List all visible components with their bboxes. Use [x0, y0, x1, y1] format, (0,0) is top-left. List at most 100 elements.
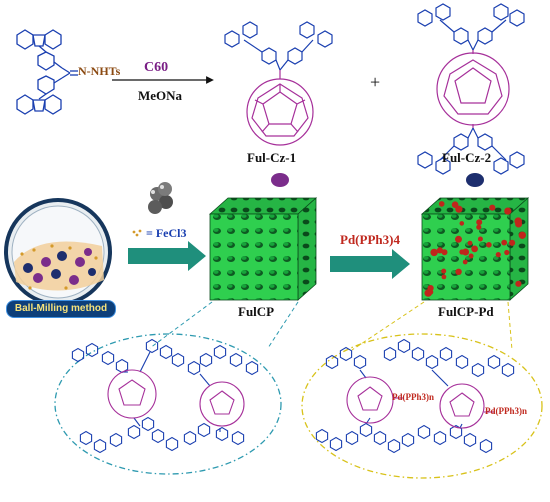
fecl3-legend: = FeCl3 [146, 226, 187, 241]
ring [417, 424, 431, 440]
ring [145, 338, 159, 354]
pd-particle [495, 252, 501, 258]
fulcp-pd-zoom-circle [301, 333, 543, 479]
pd-particle [451, 201, 459, 208]
leader-line-right-a [351, 301, 425, 351]
step2-reagent-label: Pd(PPh3)4 [340, 232, 400, 247]
pd-particle [489, 204, 496, 211]
ring [325, 354, 339, 370]
ball-milling-badge: Ball-Milling method [6, 300, 116, 318]
ring [501, 362, 515, 378]
ring [315, 428, 329, 444]
process-arrow-1 [128, 241, 206, 271]
milling-balls-icon [148, 182, 173, 214]
pd-particle [515, 280, 522, 287]
bond [359, 369, 367, 379]
bond [199, 373, 211, 387]
ring [463, 432, 477, 448]
ring [455, 354, 469, 370]
ring [359, 422, 373, 438]
pd-particle [462, 259, 468, 265]
ring [339, 346, 353, 362]
ring [127, 424, 141, 440]
ring [479, 438, 493, 454]
pd-particle [518, 231, 526, 239]
fulcp-zoom-circle [54, 333, 282, 475]
leader-line-right-b [507, 301, 513, 351]
ring [151, 428, 165, 444]
ring [187, 360, 201, 376]
pd-tag-2: Pd(PPh3)n [485, 406, 528, 416]
ring [199, 352, 213, 368]
process-arrow-2 [330, 249, 410, 279]
ring [197, 422, 211, 438]
ring [471, 362, 485, 378]
ring [141, 416, 155, 432]
pd-particle [486, 242, 492, 248]
pd-particle [468, 253, 474, 259]
fecl3-legend-text: = FeCl3 [146, 226, 187, 240]
pd-particle [501, 239, 508, 246]
pd-particle [441, 274, 447, 280]
step1-condition-label: MeONa [138, 88, 183, 103]
ring [165, 436, 179, 452]
bond [459, 423, 463, 429]
ring [213, 344, 227, 360]
pd-particle [441, 249, 448, 256]
framework-2-label: FulCP-Pd [438, 304, 494, 319]
ring [387, 438, 401, 454]
ring [109, 432, 123, 448]
bond [133, 417, 141, 427]
product-2-label: Ful-Cz-2 [442, 150, 492, 165]
ful-cz-1-structure [224, 21, 333, 146]
ring [433, 430, 447, 446]
pd-particle [471, 245, 478, 253]
ful-cz-2-dot [466, 173, 484, 187]
reagent-label: N-NHTs [78, 64, 121, 78]
pd-particle [462, 248, 470, 256]
reagent-structure [16, 29, 78, 115]
product-1-label: Ful-Cz-1 [247, 150, 297, 165]
leader-line-left-a [149, 301, 213, 349]
pd-particle [459, 249, 465, 255]
ring [171, 352, 185, 368]
bond [139, 351, 151, 373]
ring [229, 352, 243, 368]
pd-particle [476, 219, 483, 226]
ring [373, 430, 387, 446]
pd-particle [508, 239, 516, 246]
pd-particle [436, 247, 443, 254]
ring [71, 347, 85, 363]
pd-particle [455, 235, 462, 243]
pd-particle [515, 220, 523, 228]
ring [353, 354, 367, 370]
ring [401, 432, 415, 448]
pd-particle [467, 240, 473, 246]
ball-mill-jar [4, 198, 112, 306]
pd-particle [455, 268, 462, 275]
pd-particle [455, 205, 463, 213]
fulcp-pd-network-structure [315, 338, 515, 454]
fecl3-legend-dots [132, 229, 142, 237]
ring [231, 430, 245, 446]
ring [425, 354, 439, 370]
pd-tag-1: Pd(PPh3)n [392, 392, 435, 402]
ring [383, 346, 397, 362]
ring [159, 344, 173, 360]
bond [431, 369, 449, 387]
pd-particle [504, 249, 510, 256]
fulcp-cube [208, 197, 318, 301]
ful-cz-1-dot [271, 173, 289, 187]
ring [215, 426, 229, 442]
ring [79, 430, 93, 446]
fulcp-network-structure [71, 338, 259, 454]
ring [449, 424, 463, 440]
pd-particle [504, 207, 512, 215]
plus-sign: + [370, 72, 381, 92]
pd-particle [476, 224, 482, 230]
pd-particle [441, 268, 447, 274]
ring [93, 438, 107, 454]
ring [245, 360, 259, 376]
